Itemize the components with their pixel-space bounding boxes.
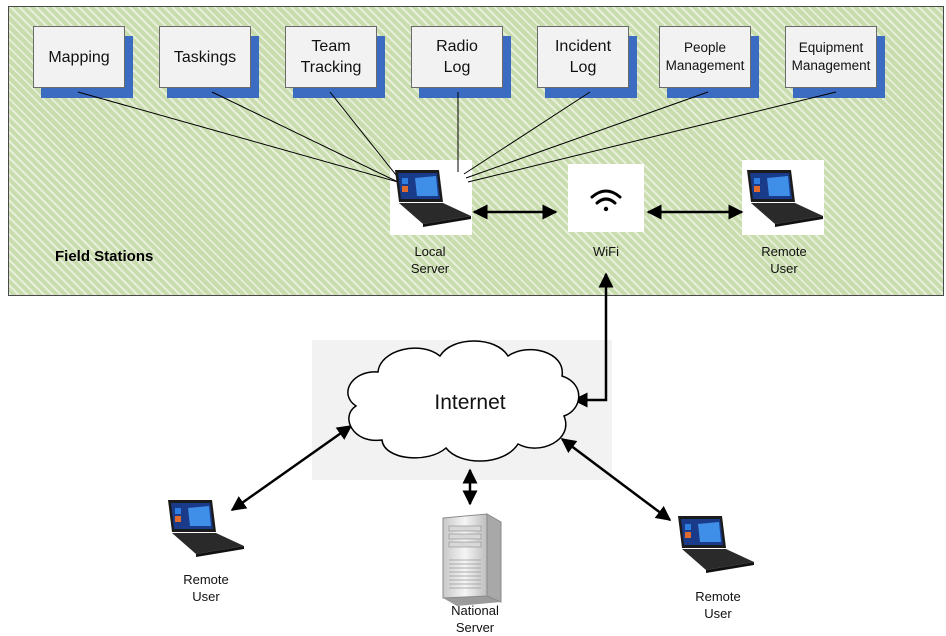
laptop-icon-remote-user-field xyxy=(747,170,823,227)
wifi-caption: WiFi xyxy=(593,244,619,259)
module-mapping[interactable]: Mapping xyxy=(33,26,133,98)
module-label: Mapping xyxy=(33,26,125,88)
module-label: People Management xyxy=(659,26,751,88)
arrow-wifi-internet xyxy=(572,272,614,408)
module-taskings[interactable]: Taskings xyxy=(159,26,259,98)
laptop-icon-local-server xyxy=(395,170,471,227)
internet-label: Internet xyxy=(434,391,506,414)
field-stations-label: Field Stations xyxy=(55,248,154,265)
module-label: Incident Log xyxy=(537,26,629,88)
module-connectors xyxy=(77,91,837,183)
remote-user-field-caption: Remote User xyxy=(761,244,807,276)
module-people-management[interactable]: People Management xyxy=(659,26,759,98)
module-label: Taskings xyxy=(159,26,251,88)
module-equipment-management[interactable]: Equipment Management xyxy=(785,26,885,98)
module-label: Equipment Management xyxy=(785,26,877,88)
arrow-internet-left-user xyxy=(230,424,353,512)
remote-user-right-caption: Remote User xyxy=(695,589,741,621)
module-radio-log[interactable]: Radio Log xyxy=(411,26,511,98)
module-label: Team Tracking xyxy=(285,26,377,88)
laptop-icon-remote-user-right xyxy=(678,516,754,573)
wifi-icon xyxy=(590,189,622,212)
laptop-icon-remote-user-left xyxy=(168,500,244,557)
module-label: Radio Log xyxy=(411,26,503,88)
module-team-tracking[interactable]: Team Tracking xyxy=(285,26,385,98)
module-incident-log[interactable]: Incident Log xyxy=(537,26,637,98)
cloud-icon xyxy=(347,340,580,462)
local-server-caption: Local Server xyxy=(410,244,450,276)
national-server-caption: National Server xyxy=(451,603,499,635)
server-icon xyxy=(442,513,502,606)
arrow-internet-right-user xyxy=(560,438,672,521)
remote-user-left-caption: Remote User xyxy=(183,572,229,604)
